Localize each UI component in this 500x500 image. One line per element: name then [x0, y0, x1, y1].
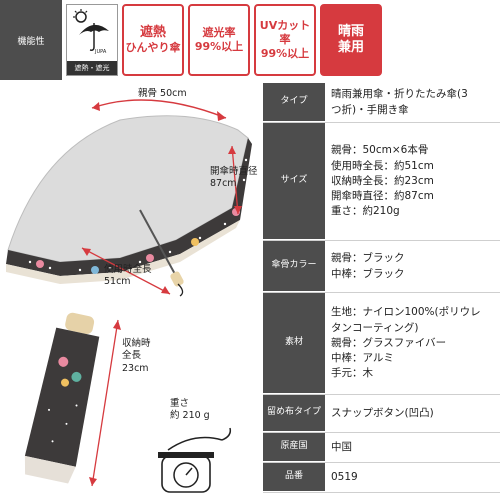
umbrella-sun-icon: JUPA	[73, 9, 109, 55]
spec-key: タイプ	[263, 83, 325, 122]
icon-caption: 遮熱・遮光	[67, 61, 117, 75]
folded-length-label: 収納時 全長 23cm	[122, 338, 151, 374]
badge-all-weather: 晴雨 兼用	[320, 4, 382, 76]
spec-row-material: 素材 生地：ナイロン100%(ポリウレタンコーティング) 親骨：グラスファイバー…	[263, 293, 500, 395]
total-length-label: 使用時全長 51cm	[104, 264, 152, 288]
spec-row-fastener: 留め布タイプ スナップボタン(凹凸)	[263, 395, 500, 433]
spec-key: 品番	[263, 463, 325, 492]
badge-heat-shield: 遮熱 ひんやり傘	[122, 4, 184, 76]
spec-key: 傘骨カラー	[263, 241, 325, 292]
features-band: 機能性 JUPA 遮熱・遮光 遮熱 ひんやり傘 遮光率 99%以上 UVカット率…	[0, 0, 500, 80]
features-label: 機能性	[0, 0, 62, 80]
spec-value: 中国	[331, 440, 352, 453]
spec-value: 0519	[331, 470, 358, 483]
open-diameter-label: 開傘時直径 87cm	[210, 166, 258, 190]
svg-text:JUPA: JUPA	[94, 49, 107, 55]
spec-value: スナップボタン(凹凸)	[331, 406, 434, 419]
weight-label: 重さ 約 210 g	[170, 398, 210, 422]
spec-row-product-number: 品番 0519	[263, 463, 500, 493]
spec-value: 生地：ナイロン100%(ポリウレタンコーティング) 親骨：グラスファイバー中棒：…	[331, 306, 481, 380]
spec-key: 留め布タイプ	[263, 395, 325, 432]
spec-key: 原産国	[263, 433, 325, 462]
badge-uv-cut-rate: UVカット率 99%以上	[254, 4, 316, 76]
spec-key: サイズ	[263, 123, 325, 240]
rib-label: 親骨 50cm	[138, 88, 187, 99]
badge-shading-rate: 遮光率 99%以上	[188, 4, 250, 76]
scale-icon	[158, 427, 232, 493]
spec-row-origin: 原産国 中国	[263, 433, 500, 463]
umbrella-drawing	[6, 99, 252, 493]
spec-row-frame-color: 傘骨カラー 親骨：ブラック中棒：ブラック	[263, 241, 500, 293]
spec-value: 親骨：ブラック中棒：ブラック	[331, 252, 405, 280]
umbrella-illustration: 親骨 50cm 開傘時直径 87cm 使用時全長 51cm 収納時 全長 23c…	[0, 80, 262, 500]
uv-icon-box: JUPA 遮熱・遮光	[66, 4, 118, 76]
spec-key: 素材	[263, 293, 325, 394]
